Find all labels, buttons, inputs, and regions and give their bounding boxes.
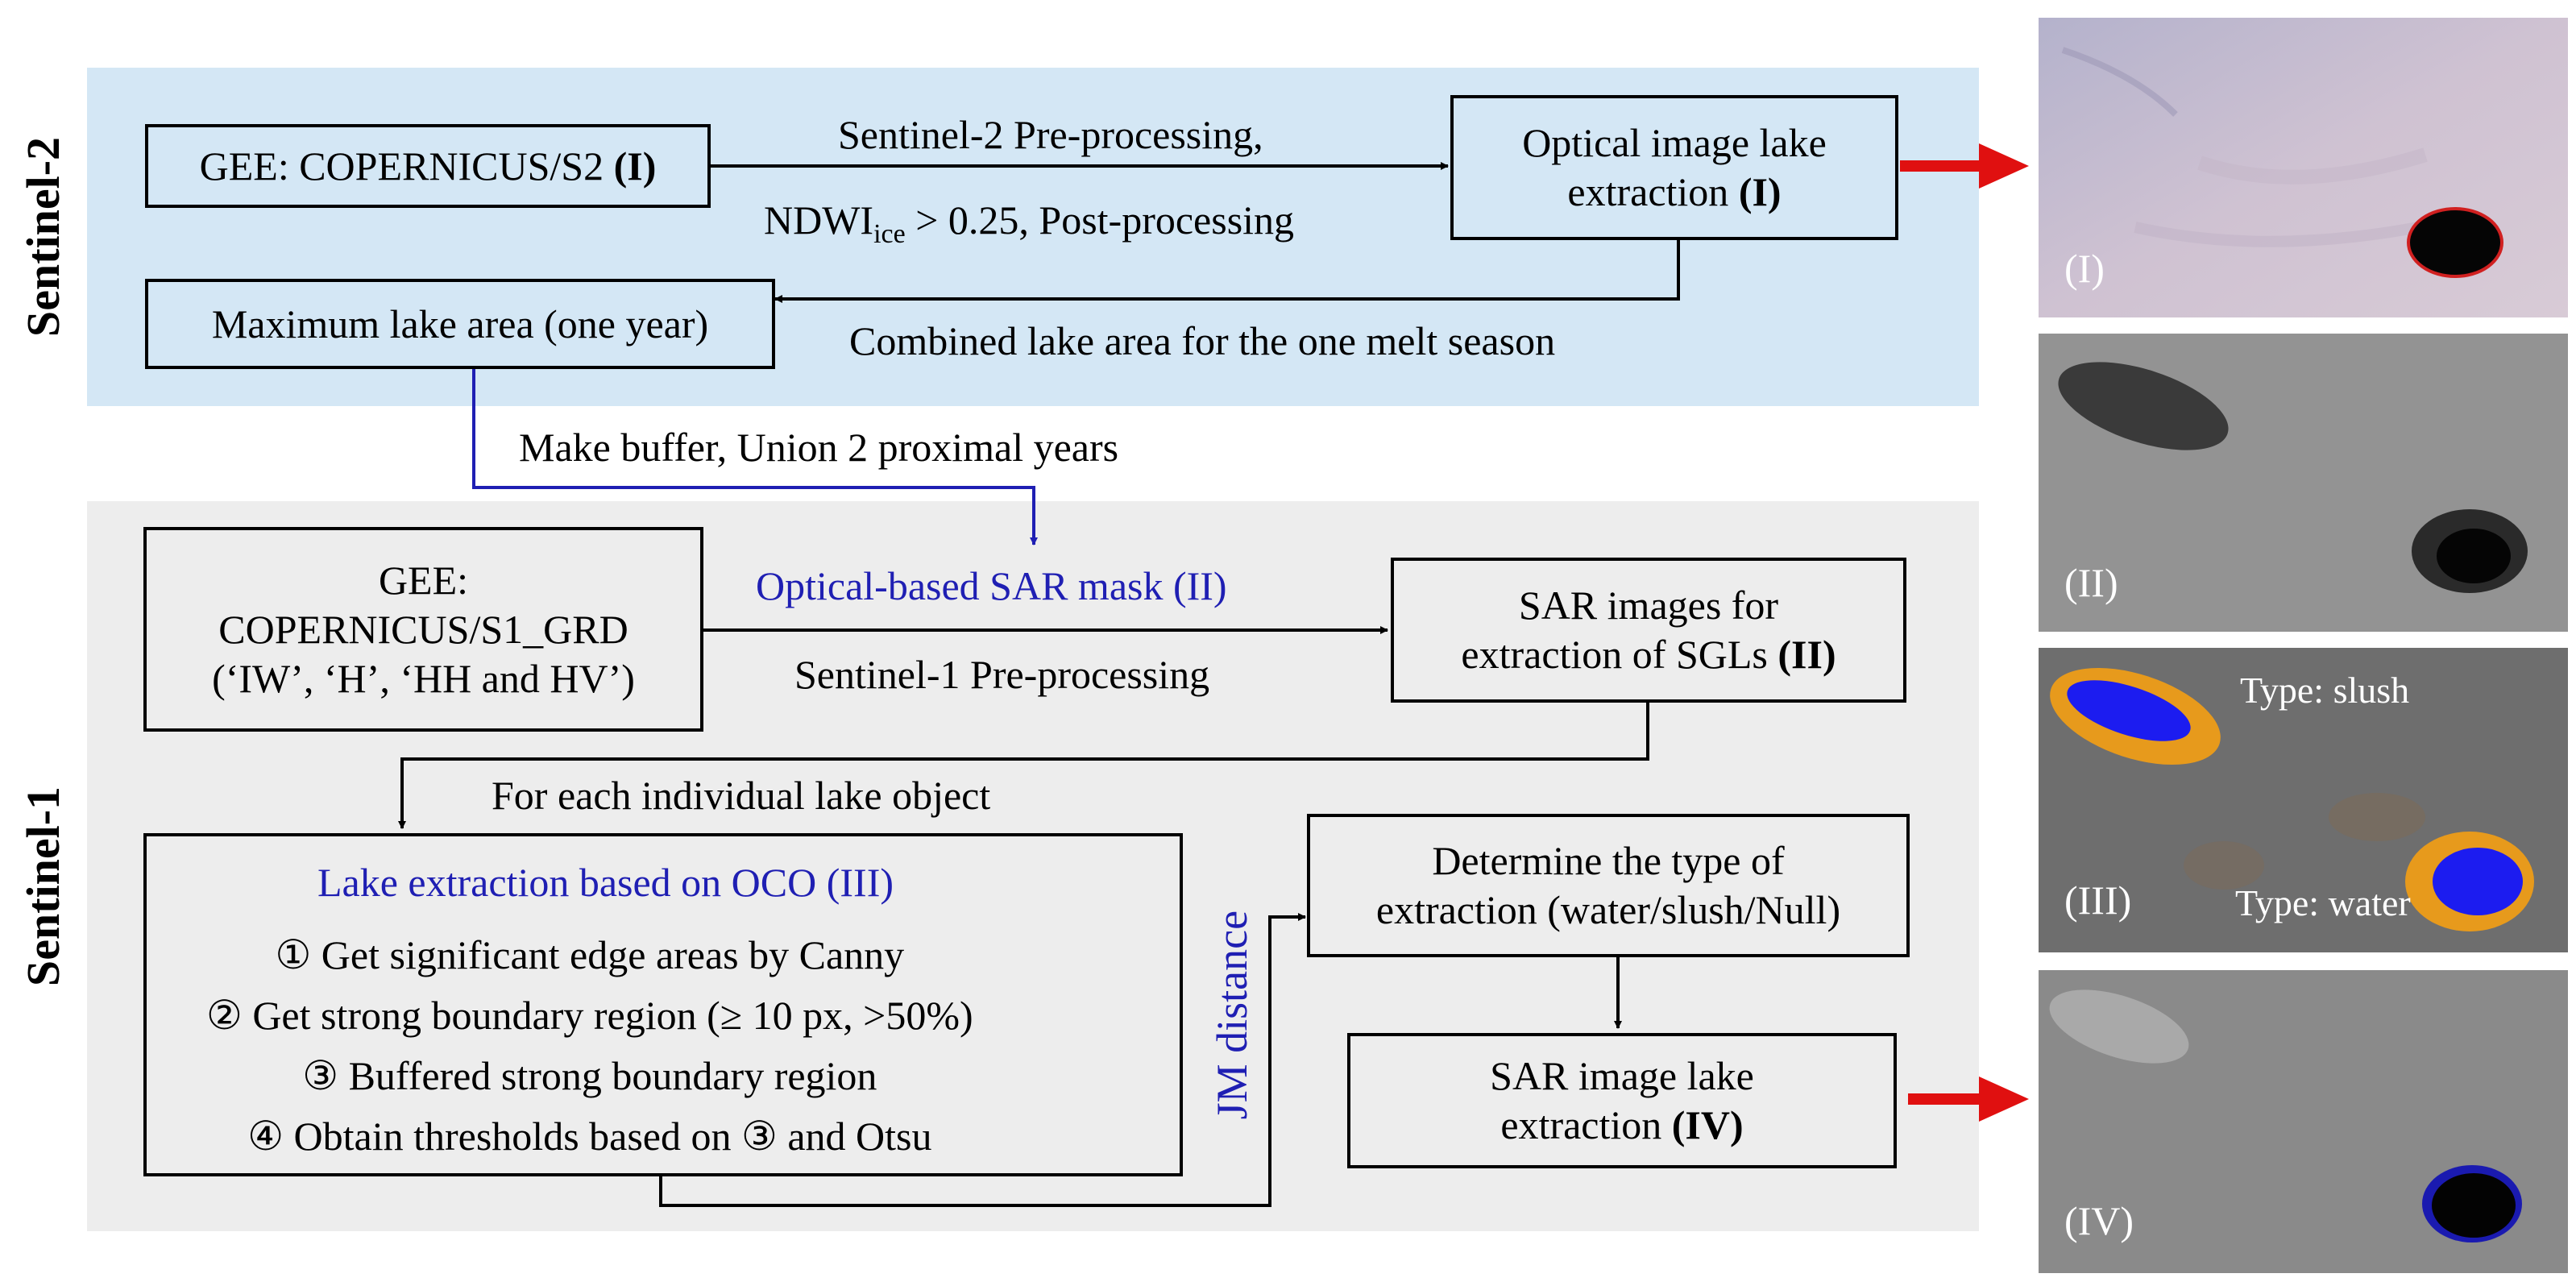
max-area-text: Maximum lake area (one year) — [211, 301, 709, 346]
sar-line2: extraction of SGLs — [1461, 632, 1778, 677]
oco-title: Lake extraction based on OCO (III) — [317, 860, 894, 905]
thumb3-label: (III) — [2064, 877, 2132, 923]
oco-steps: ① Get significant edge areas by Canny ② … — [206, 925, 973, 1167]
thumb2-label: (II) — [2064, 560, 2118, 605]
oco-step-3: ③ Buffered strong boundary region — [302, 1053, 877, 1098]
arrow-oco-to-type — [659, 913, 1306, 1207]
optical-image — [2039, 18, 2568, 317]
s1-preproc-label: Sentinel-1 Pre-processing — [794, 652, 1210, 697]
type-line1: Determine the type of — [1432, 838, 1785, 883]
gee-s2-num: (I) — [613, 143, 657, 189]
ndwi-sub: ice — [873, 219, 906, 249]
thumb3-water-label: Type: water — [2235, 882, 2411, 923]
combined-label: Combined lake area for the one melt seas… — [849, 318, 1556, 363]
type-line2: extraction (water/slush/Null) — [1375, 887, 1841, 932]
sentinel-1-band — [87, 501, 1979, 1231]
ndwi-rest: > 0.25, Post-processing — [905, 197, 1295, 243]
ndwi-label: NDWIice > 0.25, Post-processing — [764, 197, 1295, 250]
thumb4-label: (IV) — [2064, 1198, 2134, 1243]
oco-image — [2039, 648, 2568, 952]
jm-distance-label: JM distance — [1208, 910, 1257, 1120]
gee-s1-line1: GEE: — [378, 557, 469, 603]
oco-box: Lake extraction based on OCO (III) ① Get… — [143, 833, 1183, 1176]
oco-step-1: ① Get significant edge areas by Canny — [275, 932, 905, 977]
sar-line1: SAR images for — [1518, 583, 1779, 628]
gee-s1-line2: COPERNICUS/S1_GRD — [218, 606, 628, 652]
arrow-buffer-blue — [472, 369, 1038, 546]
optical-line2: extraction — [1567, 169, 1739, 214]
buffer-label: Make buffer, Union 2 proximal years — [519, 425, 1119, 470]
thumbnail-sar-mask: (II) — [2039, 334, 2568, 632]
thumb1-label: (I) — [2064, 246, 2105, 291]
sar-num: (II) — [1777, 632, 1836, 677]
final-line1: SAR image lake — [1490, 1053, 1754, 1098]
optical-sar-mask-label: Optical-based SAR mask (II) — [756, 563, 1227, 608]
gee-s2-text: GEE: COPERNICUS/S2 — [199, 143, 614, 189]
oco-step-2: ② Get strong boundary region (≥ 10 px, >… — [206, 993, 973, 1038]
sar-mask-image — [2039, 334, 2568, 632]
max-lake-area-box: Maximum lake area (one year) — [145, 279, 775, 369]
sar-final-image — [2039, 970, 2568, 1273]
s2-preproc-label: Sentinel-2 Pre-processing, — [838, 112, 1263, 157]
thumbnail-sar-final: (IV) — [2039, 970, 2568, 1273]
red-arrow-bottom — [1908, 1077, 2029, 1122]
gee-s1-box: GEE:COPERNICUS/S1_GRD(‘IW’, ‘H’, ‘HH and… — [143, 527, 703, 732]
each-lake-label: For each individual lake object — [492, 773, 991, 818]
oco-step-4: ④ Obtain thresholds based on ③ and Otsu — [247, 1114, 932, 1159]
red-arrow-top — [1900, 143, 2029, 189]
thumb3-slush-label: Type: slush — [2240, 670, 2410, 711]
gee-s2-box: GEE: COPERNICUS/S2 (I) — [145, 124, 711, 208]
gee-s1-line3: (‘IW’, ‘H’, ‘HH and HV’) — [212, 655, 635, 701]
final-num: (IV) — [1671, 1102, 1744, 1147]
thumbnail-oco: Type: slush Type: water (III) — [2039, 648, 2568, 952]
thumbnail-optical: (I) — [2039, 18, 2568, 317]
optical-num: (I) — [1738, 169, 1782, 214]
arrow-sar-to-oco — [398, 703, 1649, 829]
ndwi-main: NDWI — [764, 197, 874, 243]
optical-line1: Optical image lake — [1522, 120, 1827, 165]
final-line2: extraction — [1500, 1102, 1672, 1147]
arrow-optical-to-max-area — [774, 240, 1680, 303]
